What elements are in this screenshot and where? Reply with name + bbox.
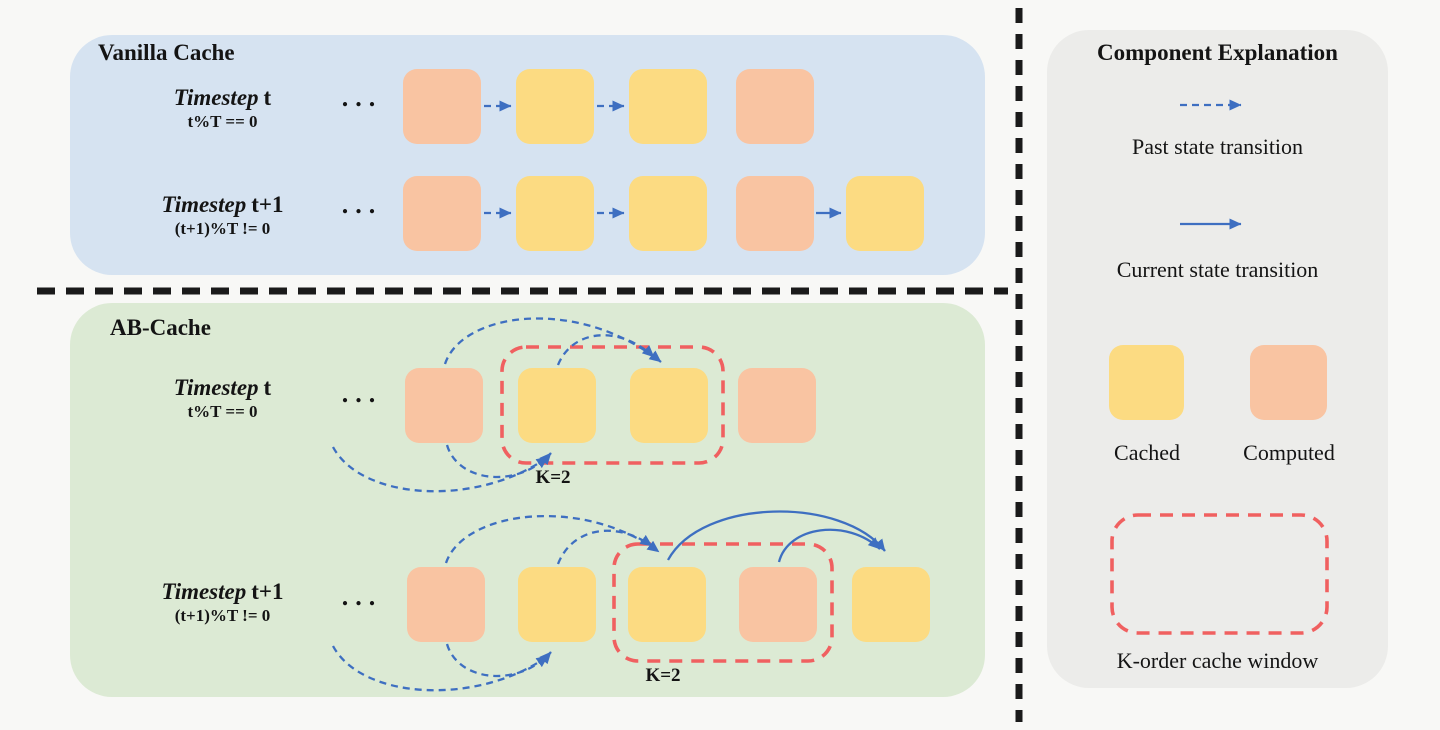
timestep-word: Timestep: [161, 579, 247, 604]
timestep-index: t+1: [251, 192, 284, 217]
cached-box: [846, 176, 924, 251]
cached-label: Cached: [1114, 440, 1180, 465]
cached-box: [630, 368, 708, 443]
cached-box: [628, 567, 706, 642]
timestep-condition: t%T == 0: [187, 112, 258, 131]
ab-cache-title: AB-Cache: [110, 315, 211, 340]
cached-box: [518, 567, 596, 642]
computed-box: [407, 567, 485, 642]
vanilla-cache-title: Vanilla Cache: [98, 40, 235, 65]
past-transition-label: Past state transition: [1131, 134, 1304, 159]
timestep-word: Timestep: [161, 192, 247, 217]
timestep-index: t: [263, 375, 272, 400]
k-order-label: K=2: [535, 467, 571, 488]
component-explanation-panel: [1047, 30, 1388, 688]
timestep-condition: t%T == 0: [187, 402, 258, 421]
k-order-label: K=2: [645, 665, 681, 686]
cached-box: [629, 69, 707, 144]
ellipsis: ...: [341, 582, 383, 611]
computed-box: [405, 368, 483, 443]
current-transition-label: Current state transition: [1116, 257, 1319, 282]
cached-box: [629, 176, 707, 251]
computed-box: [738, 368, 816, 443]
cached-box-sample: [1109, 345, 1184, 420]
timestep-condition: (t+1)%T != 0: [174, 219, 271, 238]
timestep-word: Timestep: [173, 85, 259, 110]
k-order-window-label: K-order cache window: [1116, 648, 1319, 673]
computed-box: [403, 69, 481, 144]
cached-box: [852, 567, 930, 642]
timestep-word: Timestep: [173, 375, 259, 400]
legend-title: Component Explanation: [1097, 40, 1338, 65]
ellipsis: ...: [341, 379, 383, 408]
cached-box: [516, 176, 594, 251]
ellipsis: ...: [341, 190, 383, 219]
computed-label: Computed: [1243, 440, 1335, 465]
timestep-index: t+1: [251, 579, 284, 604]
computed-box: [403, 176, 481, 251]
timestep-index: t: [263, 85, 272, 110]
computed-box: [739, 567, 817, 642]
computed-box-sample: [1250, 345, 1327, 420]
cached-box: [518, 368, 596, 443]
cached-box: [516, 69, 594, 144]
computed-box: [736, 69, 814, 144]
timestep-condition: (t+1)%T != 0: [174, 606, 271, 625]
ellipsis: ...: [341, 83, 383, 112]
computed-box: [736, 176, 814, 251]
